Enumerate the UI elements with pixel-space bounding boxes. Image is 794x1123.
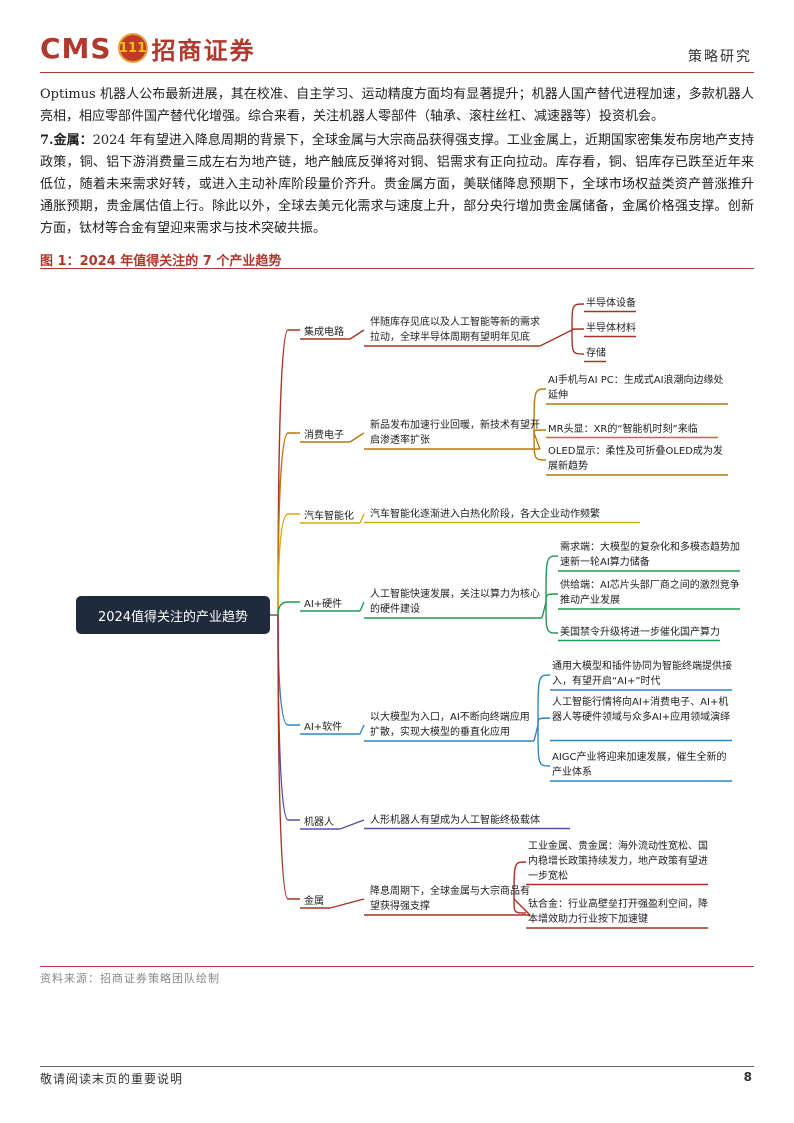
figure-top-divider [40,268,754,269]
branch-4-leaf-1: 需求端：大模型的复杂化和多模态趋势加速新一轮AI算力储备 [560,542,740,568]
branch-5-leaf-2: 人工智能行情将向AI+消费电子、AI+机器人等硬件领域与众多AI+应用领域演绎 [552,696,731,723]
branch-5-leaf-1: 通用大模型和插件协同为智能终端提供接入，有望开启“AI+”时代 [552,661,732,687]
branch-1-label: 集成电路 [304,327,344,338]
header-divider [40,72,754,73]
paragraph-robots: Optimus 机器人公布最新进展，其在校准、自主学习、运动精度方面均有显著提升… [40,87,754,124]
mindmap-root: 2024值得关注的产业趋势 [76,596,270,634]
branch-1-description: 伴随库存见底以及人工智能等新的需求拉动，全球半导体周期有望明年见底 [370,317,540,343]
branch-2-leaf-3: OLED显示：柔性及可折叠OLED成为发展新趋势 [548,446,723,472]
branch-7-leaf-1: 工业金属、贵金属：海外流动性宽松、国内稳增长政策持续发力，地产政策有望进一步宽松 [528,840,708,882]
figure-source: 资料来源：招商证券策略团队绘制 [40,972,220,985]
branch-3-label: 汽车智能化 [304,511,354,522]
paragraph-metals-text: 2024 年有望进入降息周期的背景下，全球金属与大宗商品获得强支撑。工业金属上，… [40,133,754,236]
branch-1-leaf-3: 存储 [586,347,606,359]
branch-5-label: AI+软件 [304,722,343,733]
mindmap-connectors [270,303,740,929]
branch-4-description: 人工智能快速发展，关注以算力为核心的硬件建设 [370,589,540,615]
branch-4-leaf-3: 美国禁令升级将进一步催化国产算力 [560,626,720,638]
figure-title: 图 1：2024 年值得关注的 7 个产业趋势 [40,254,282,269]
footer-divider [40,1066,754,1067]
company-logo: CMS 111 招商证券 [40,28,256,68]
branch-2-description: 新品发布加速行业回暖，新技术有望开启渗透率扩张 [370,420,540,446]
mindmap: 2024值得关注的产业趋势 集成电路 伴随库存见底以及人工智能等新的需求拉动，全球… [40,272,754,962]
branch-3-description: 汽车智能化逐渐进入白热化阶段，各大企业动作频繁 [370,508,600,520]
branch-7-label: 金属 [304,896,324,907]
logo-seal-icon: 111 [117,33,148,63]
branch-2-label: 消费电子 [304,430,344,441]
branch-2-leaf-1: AI手机与AI PC：生成式AI浪潮向边缘处延伸 [548,375,724,401]
branch-7-leaf-2: 钛合金：行业高壁垒打开强盈利空间，降本增效助力行业按下加速键 [528,899,708,925]
branch-6-label: 机器人 [304,817,334,828]
paragraph-metals: 7.金属：2024 年有望进入降息周期的背景下，全球金属与大宗商品获得强支撑。工… [40,130,754,240]
branch-5-leaf-3: AIGC产业将迎来加速发展，催生全新的产业体系 [552,752,727,778]
footer-notice: 敬请阅读末页的重要说明 [40,1072,184,1086]
branch-5-description: 以大模型为入口，AI不断向终端应用扩散，实现大模型的垂直化应用 [370,712,530,738]
paragraph-metals-lead: 7.金属： [40,133,93,148]
logo-chinese: 招商证券 [151,35,256,65]
branch-1-leaf-1: 半导体设备 [586,297,636,309]
branch-7-description: 降息周期下，全球金属与大宗商品有望获得强支撑 [370,886,530,912]
branch-1-leaf-2: 半导体材料 [586,322,636,334]
logo-latin: CMS [40,31,112,65]
branch-4-label: AI+硬件 [304,599,343,610]
section-label: 策略研究 [688,49,752,65]
page-number: 8 [743,1070,752,1084]
branch-2-leaf-2: MR头显：XR的“智能机时刻”来临 [548,423,698,435]
branch-6-description: 人形机器人有望成为人工智能终极载体 [370,814,540,826]
branch-4-leaf-2: 供给端：AI芯片头部厂商之间的激烈竞争推动产业发展 [560,580,740,606]
source-divider [40,966,754,967]
